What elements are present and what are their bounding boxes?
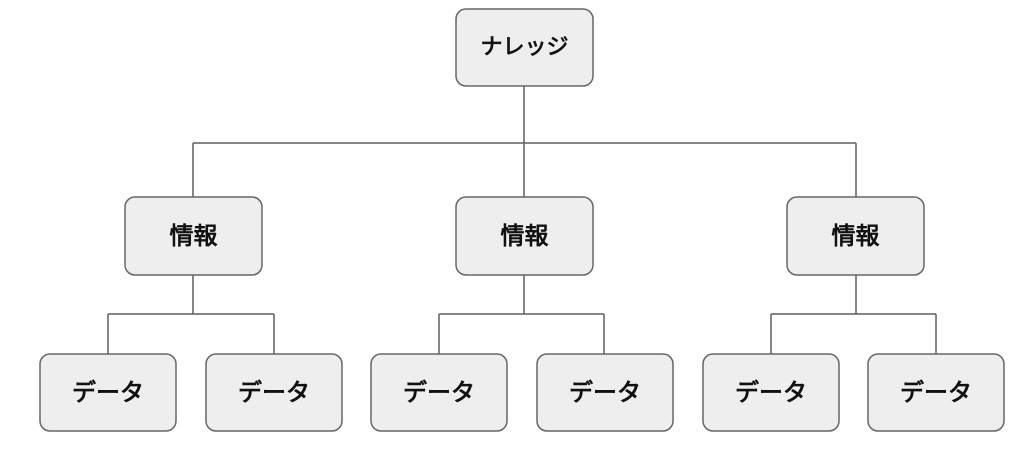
node-data-3-2-label: データ xyxy=(900,379,972,407)
node-data-1-2-box xyxy=(205,353,343,432)
node-data-1-2: データ xyxy=(205,353,343,432)
node-data-2-2-box xyxy=(536,353,674,432)
node-info-1-label: 情報 xyxy=(170,222,219,250)
node-info-2: 情報 xyxy=(455,196,594,276)
node-root: ナレッジ xyxy=(455,8,594,87)
node-data-2-2: データ xyxy=(536,353,674,432)
node-data-1-1: データ xyxy=(39,353,177,432)
node-root-box xyxy=(455,8,594,87)
node-root-label: ナレッジ xyxy=(480,35,568,60)
node-data-3-2-box xyxy=(867,353,1005,432)
node-data-2-1-box xyxy=(370,353,508,432)
connectors xyxy=(107,86,937,354)
node-data-1-1-box xyxy=(39,353,177,432)
node-data-2-1: データ xyxy=(370,353,508,432)
node-info-3-box xyxy=(786,196,925,276)
node-data-3-1-box xyxy=(702,353,840,432)
node-data-2-2-label: データ xyxy=(569,379,641,407)
node-info-1-box xyxy=(124,196,263,276)
node-info-2-label: 情報 xyxy=(501,222,550,250)
node-data-3-2: データ xyxy=(867,353,1005,432)
node-data-3-1: データ xyxy=(702,353,840,432)
node-info-3-label: 情報 xyxy=(832,222,881,250)
node-data-3-1-label: データ xyxy=(735,379,807,407)
node-info-3: 情報 xyxy=(786,196,925,276)
node-info-2-box xyxy=(455,196,594,276)
node-data-1-1-label: データ xyxy=(72,379,144,407)
node-info-1: 情報 xyxy=(124,196,263,276)
node-data-2-1-label: データ xyxy=(403,379,475,407)
node-data-1-2-label: データ xyxy=(238,379,310,407)
